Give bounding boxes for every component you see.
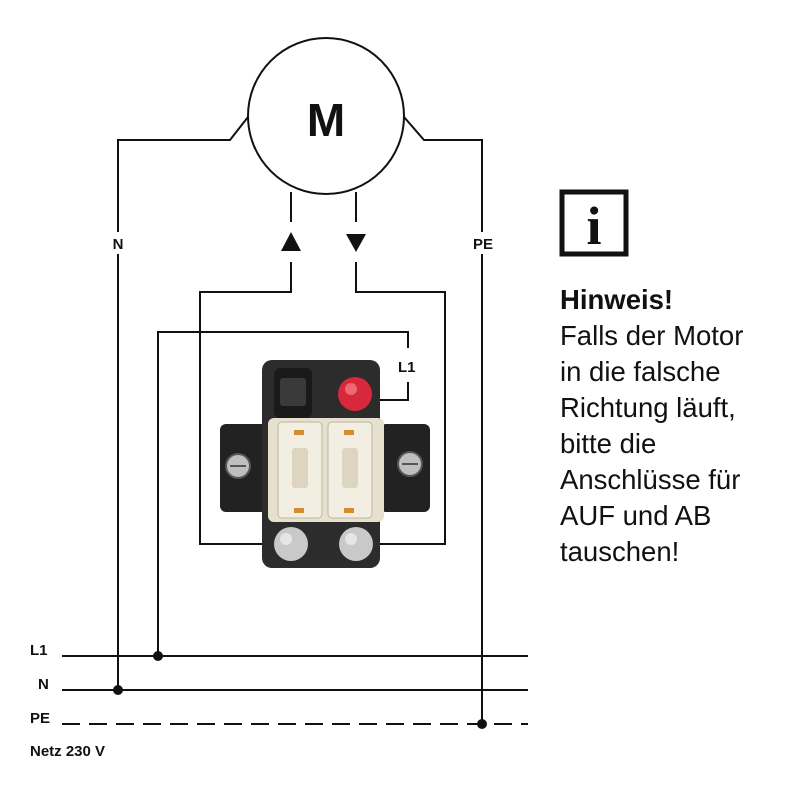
info-line: Falls der Motor [560,320,744,351]
svg-text:i: i [586,196,601,256]
arrow-up-icon [281,232,301,251]
info-line: in die falsche [560,356,721,387]
info-line: bitte die [560,428,657,459]
bus-label-pe: PE [30,710,50,727]
wires [62,116,528,725]
wire-n [117,116,249,690]
supply-label: Netz 230 V [30,743,105,760]
info-icon: i [559,189,629,257]
switch-insert [220,360,430,568]
label-l1-switch: L1 [398,359,416,376]
wire-l1-feed [157,331,409,656]
grey-button-right [339,527,373,561]
info-title: Hinweis! [560,284,674,315]
wire-down-to-switch [355,262,446,545]
bus-label-n: N [38,676,49,693]
bus-label-l1: L1 [30,642,48,659]
red-button [338,377,372,411]
junction-l1 [153,651,163,661]
info-line: tauschen! [560,536,680,567]
grey-button-left [274,527,308,561]
info-line: Anschlüsse für [560,464,741,495]
motor-symbol [247,37,405,195]
info-note: Hinweis! Falls der Motor in die falsche … [560,282,795,570]
junction-n [113,685,123,695]
label-n: N [113,236,124,253]
arrow-down-icon [346,234,366,252]
wire-l1-to-switch [372,382,409,401]
label-pe: PE [473,236,493,253]
wire-pe [403,116,483,724]
info-line: Richtung läuft, [560,392,736,423]
motor-label: M [307,94,345,146]
junction-pe [477,719,487,729]
wire-up-to-switch [199,262,292,545]
info-line: AUF und AB [560,500,712,531]
